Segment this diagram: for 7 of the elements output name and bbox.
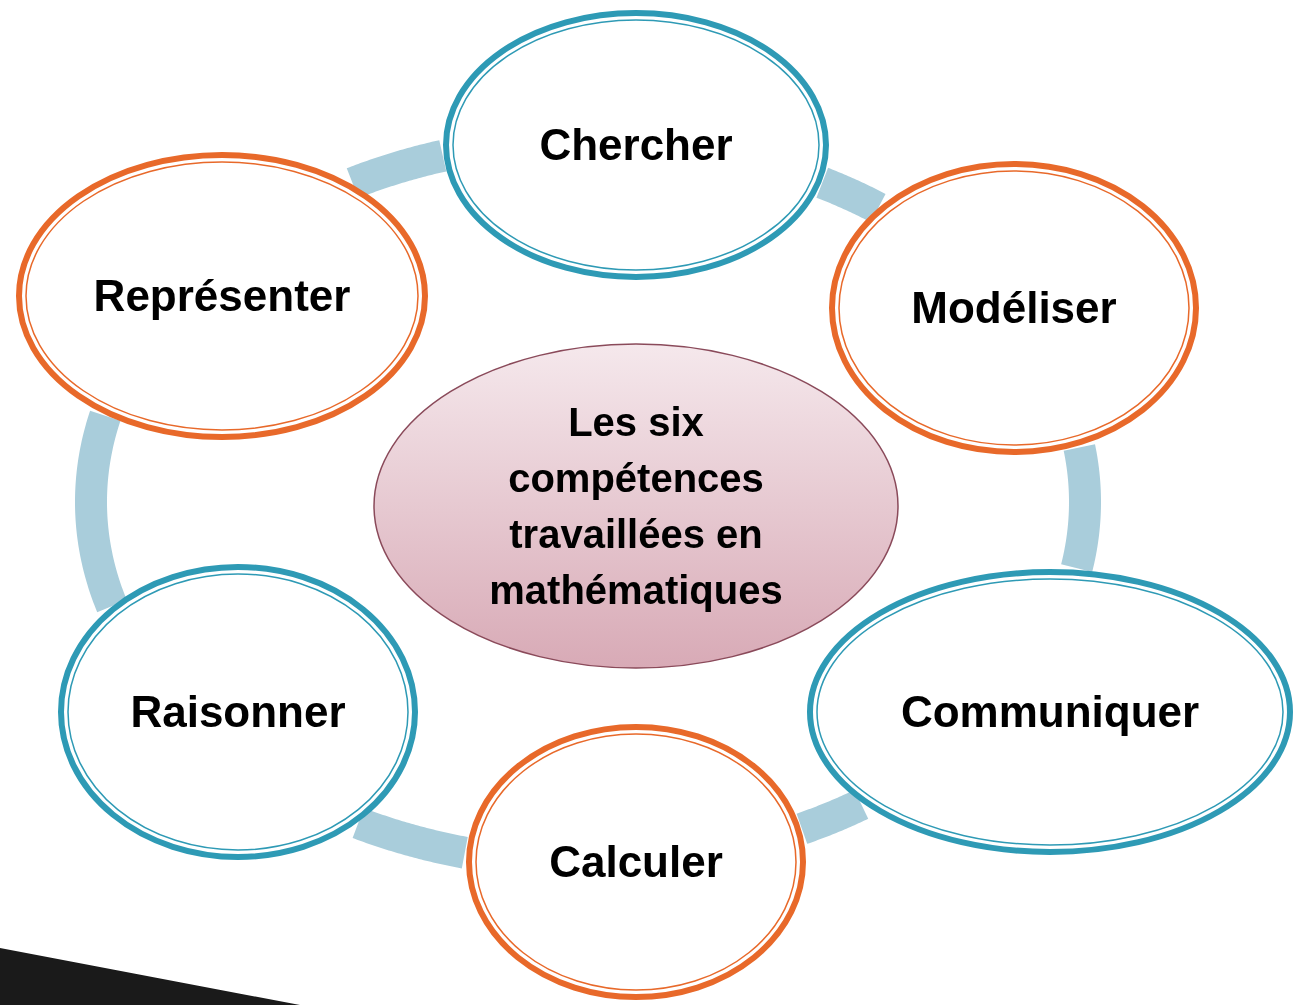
- skill-label: Représenter: [93, 270, 351, 323]
- skill-label: Modéliser: [911, 282, 1117, 335]
- skill-label: Raisonner: [130, 686, 346, 739]
- skill-label: Les six compétences travaillées en mathématiques: [488, 399, 784, 614]
- skill-label: Communiquer: [900, 686, 1200, 739]
- skill-label: Calculer: [549, 836, 723, 889]
- skill-label: Chercher: [539, 119, 733, 172]
